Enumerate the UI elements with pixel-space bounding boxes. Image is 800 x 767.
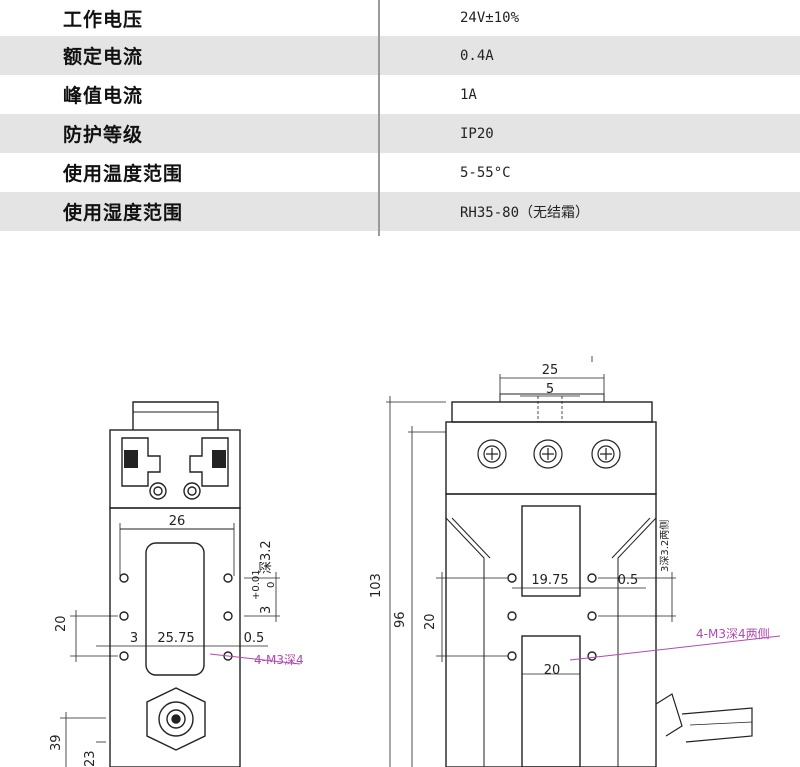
dim-19-75: 19.75 [531, 573, 568, 588]
spec-row: 防护等级 IP20 [0, 114, 800, 153]
dim-20-left: 20 [54, 615, 69, 632]
spec-row: 工作电压 24V±10% [0, 0, 800, 36]
spec-row: 额定电流 0.4A [0, 36, 800, 75]
dim-depth-3-2: 深3.2 [259, 540, 274, 574]
dim-20-right: 20 [423, 613, 438, 630]
spec-label: 防护等级 [63, 124, 144, 146]
dim-depth-note-right: 3深3.2两侧 [658, 520, 671, 572]
column-divider [378, 0, 380, 236]
spec-row: 使用湿度范围 RH35-80（无结霜） [0, 192, 800, 231]
spec-label: 额定电流 [63, 46, 144, 68]
dim-39: 39 [49, 734, 64, 751]
spec-label: 使用温度范围 [63, 163, 184, 185]
spec-value: RH35-80（无结霜） [460, 204, 590, 221]
spec-row: 使用温度范围 5-55°C [0, 153, 800, 192]
spec-value: 1A [460, 86, 477, 103]
spec-row: 峰值电流 1A [0, 75, 800, 114]
thread-note-right: 4-M3深4两侧 [696, 627, 770, 641]
left-front-view: 26 3 +0.01 0 深3.2 20 3 25.75 0.5 4-M3深4 … [49, 401, 304, 767]
dim-20-bottom: 20 [544, 663, 561, 678]
dim-0-5-left: 0.5 [244, 631, 265, 646]
dim-tol-zero: 0 [266, 582, 277, 588]
dim-5: 5 [546, 382, 554, 397]
spec-label: 使用湿度范围 [63, 202, 184, 224]
thread-note-left: 4-M3深4 [254, 653, 304, 667]
spec-label: 峰值电流 [63, 85, 144, 107]
spec-value: 5-55°C [460, 164, 511, 181]
dim-3-left: 3 [130, 631, 138, 646]
dim-103: 103 [369, 573, 384, 598]
dim-96: 96 [393, 611, 408, 628]
spec-label: 工作电压 [63, 8, 144, 31]
right-side-view: 25 5 103 96 20 19.75 0.5 3深3.2两侧 4-M3深4两… [369, 356, 781, 767]
dim-0-5-right: 0.5 [618, 573, 639, 588]
technical-drawing: 26 3 +0.01 0 深3.2 20 3 25.75 0.5 4-M3深4 … [0, 236, 800, 767]
spec-table: 工作电压 24V±10% 额定电流 0.4A 峰值电流 1A 防护等级 IP20… [0, 0, 800, 236]
dim-25-75: 25.75 [157, 631, 194, 646]
spec-value: IP20 [460, 125, 494, 142]
dim-25: 25 [542, 363, 559, 378]
dim-26: 26 [169, 514, 186, 529]
spec-value: 24V±10% [460, 10, 520, 26]
dim-hole-3: 3 [259, 606, 274, 614]
dim-23: 23 [83, 750, 98, 767]
spec-value: 0.4A [460, 47, 494, 64]
dim-tol-plus: +0.01 [251, 569, 262, 600]
